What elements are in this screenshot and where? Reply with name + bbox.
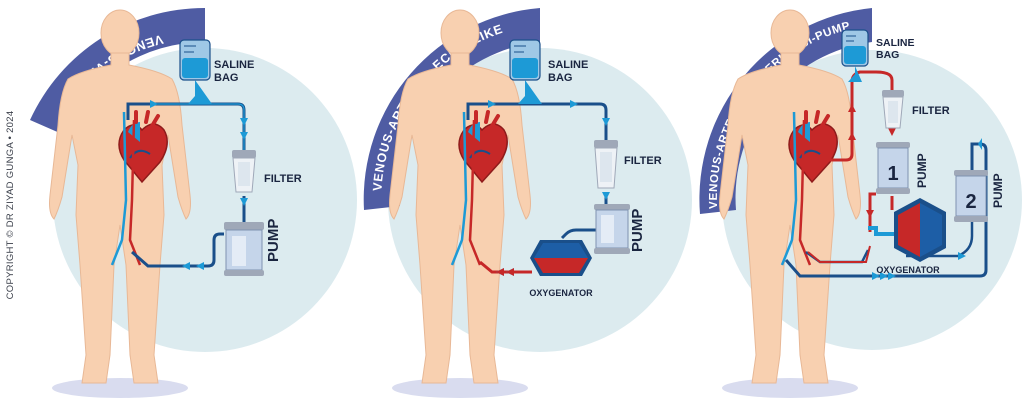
panel-venous-arterial-ecmo: VENOUS-ARTERIAL ECMO-LIKE SALINE BAG FIL… <box>363 8 692 398</box>
panel-3-pump-1 <box>876 142 910 194</box>
panel-2-filter <box>594 140 618 189</box>
panel-3-pump-2 <box>954 170 988 222</box>
panel-1-saline-label-line2: BAG <box>214 72 238 84</box>
panel-3-filter-label: FILTER <box>912 105 950 117</box>
panel-3-oxygenator <box>868 198 946 262</box>
panel-1-filter <box>232 150 256 193</box>
panel-1-floor-shadow <box>52 378 188 398</box>
panel-3-pump-2-label: PUMP <box>991 173 1005 208</box>
panel-2-artery <box>468 119 482 266</box>
panel-2-arterial-flow-arrow <box>496 268 514 276</box>
panel-2-to-oxygenator-tube <box>560 228 596 240</box>
panel-3-pump1-to-oxygenator-tube <box>868 192 894 232</box>
panel-3-vein <box>780 111 798 266</box>
panel-1-artery <box>128 119 142 266</box>
panel-2-saline-label-line1: SALINE <box>548 59 588 71</box>
panel-1-saline-label-line1: SALINE <box>214 59 254 71</box>
panel-2-saline-label-line2: BAG <box>548 72 572 84</box>
panel-2-saline-bag <box>509 39 542 104</box>
panel-2-oxygenator <box>530 240 592 276</box>
panel-2-filter-label: FILTER <box>624 155 662 167</box>
panel-1-saline-bag <box>179 39 212 104</box>
panel-3-artery <box>798 119 812 266</box>
panel-3-filter <box>882 90 904 129</box>
panel-2-arterial-return-tube <box>479 260 532 274</box>
panel-2-pump <box>594 204 630 254</box>
panel-3-pump-2-number: 2 <box>965 191 976 213</box>
panel-venous-arterial-arterial-bipump: VENOUS-ARTERIAL-ARTERIAL BI-PUMP SALINE … <box>699 8 1022 398</box>
panel-2-pump-label: PUMP <box>629 209 646 252</box>
panel-3-red-return-tube <box>807 245 871 263</box>
panel-1-filter-label: FILTER <box>264 173 302 185</box>
panel-3-pump-1-label: PUMP <box>915 153 929 188</box>
panel-2-vein <box>450 111 468 266</box>
panel-3-floor-shadow <box>722 378 858 398</box>
panel-3-saline-bag <box>841 29 869 82</box>
panel-1-pump <box>224 222 264 276</box>
panel-3-saline-label-line2: BAG <box>876 49 899 61</box>
panel-3-oxygenator-label: OXYGENATOR <box>876 265 940 275</box>
panel-3-pump-1-number: 1 <box>887 163 898 185</box>
panel-1-circuit-highlight <box>152 103 245 150</box>
panel-1-vein <box>110 111 128 266</box>
panel-3-saline-label-line1: SALINE <box>876 37 915 49</box>
panel-2-floor-shadow <box>392 378 528 398</box>
panel-venous-venous: VENOUS-VENOUS SALINE BAG FILTER <box>30 7 357 398</box>
panel-1-pump-label: PUMP <box>265 219 282 262</box>
panel-2-oxygenator-label: OXYGENATOR <box>529 288 593 298</box>
